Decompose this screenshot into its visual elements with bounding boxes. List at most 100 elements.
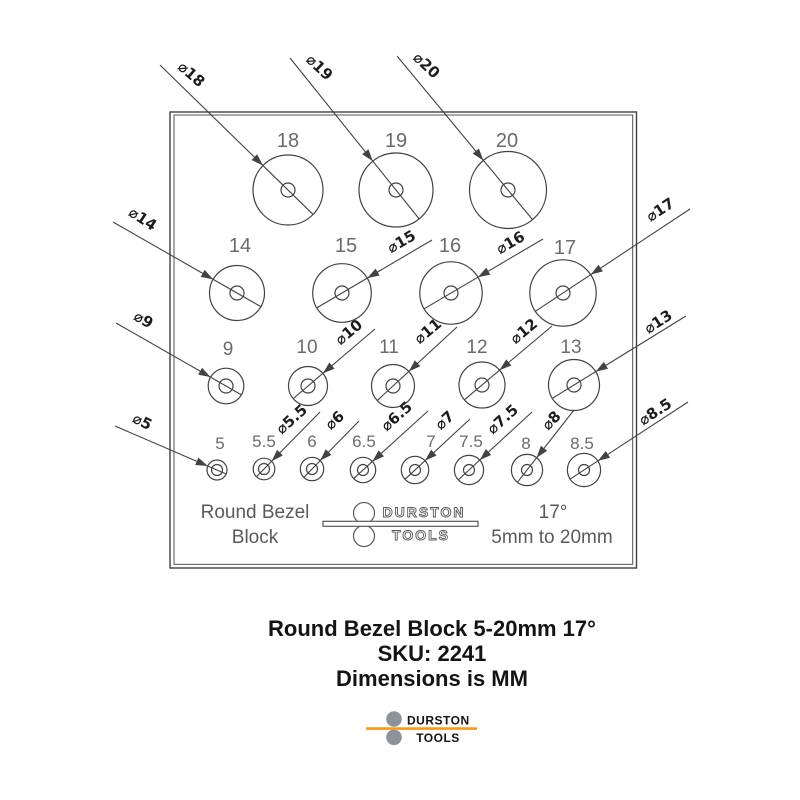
dimension-leader-14: [112, 221, 262, 308]
logo-bottom-roller-icon: [352, 524, 376, 548]
dimension-callouts: [112, 55, 691, 483]
hole-size-label-20: 20: [496, 130, 518, 152]
dimension-arrow-20: [472, 148, 484, 161]
center-pin-hole-14: [229, 285, 245, 301]
logo-bar-icon: [322, 520, 479, 527]
diameter-callout-15: ⌀15: [384, 226, 419, 257]
dimension-arrow-7.5: [479, 449, 492, 461]
bezel-hole-6: [299, 456, 325, 482]
center-pin-hole-6.5: [356, 463, 370, 477]
center-pin-hole-15: [334, 285, 350, 301]
dimension-leader-10: [292, 328, 376, 400]
bezel-hole-14: [208, 264, 266, 322]
hole-size-label-13: 13: [560, 337, 581, 358]
block-engraving-line2: Block: [232, 527, 279, 548]
hole-size-label-8: 8: [521, 434, 530, 453]
footer-logo-top-roller-icon: [386, 711, 402, 727]
dimension-arrow-5.5: [271, 449, 283, 462]
center-pin-hole-7.5: [462, 463, 476, 477]
footer-brand-line2: TOOLS: [416, 731, 460, 745]
center-pin-hole-6: [305, 462, 319, 476]
bezel-hole-13: [547, 358, 601, 412]
dimension-arrow-8: [536, 445, 548, 458]
center-pin-hole-11: [385, 378, 401, 394]
dimension-leader-7: [404, 418, 471, 480]
center-pin-hole-13: [566, 377, 582, 393]
center-pin-hole-5.5: [257, 462, 271, 476]
dimension-arrow-6.5: [372, 450, 384, 462]
diameter-callout-8: ⌀8: [538, 407, 564, 434]
engraved-durston-logo-icon: DURSTON TOOLS: [322, 501, 479, 548]
dimension-arrow-19: [362, 149, 373, 162]
bezel-hole-11: [370, 363, 416, 409]
bezel-hole-7.5: [453, 454, 485, 486]
bezel-hole-7: [400, 455, 430, 485]
diameter-callout-5.5: ⌀5.5: [272, 401, 311, 438]
engraved-brand-line2: TOOLS: [392, 527, 450, 543]
hole-circles: [206, 150, 602, 488]
center-pin-hole-8: [520, 463, 534, 477]
bezel-hole-5: [206, 459, 228, 481]
hole-size-label-5.5: 5.5: [252, 432, 276, 451]
dimension-arrow-13: [595, 361, 609, 372]
block-outline-outer: [169, 111, 638, 569]
center-pin-hole-17: [555, 285, 571, 301]
bezel-hole-18: [252, 154, 324, 226]
dimension-arrow-7: [425, 449, 437, 461]
diameter-callout-6.5: ⌀6.5: [377, 398, 416, 435]
dimension-leader-9: [115, 322, 242, 396]
dimension-arrow-16: [477, 267, 491, 278]
bezel-hole-8: [510, 453, 544, 487]
dimension-arrow-17: [590, 264, 603, 275]
bezel-hole-12: [458, 361, 506, 409]
hole-size-label-5: 5: [215, 434, 224, 453]
dimension-arrow-14: [200, 269, 214, 280]
bezel-hole-20: [468, 150, 548, 230]
dimension-leader-13: [552, 315, 687, 399]
bezel-hole-16: [419, 261, 483, 325]
bezel-hole-17: [529, 259, 597, 327]
dimension-arrow-18: [251, 154, 263, 166]
hole-size-label-17: 17: [554, 237, 576, 259]
dimension-arrow-12: [499, 359, 512, 371]
engraved-brand-line1: DURSTON: [383, 504, 466, 520]
center-pin-hole-20: [500, 182, 516, 198]
block-range-label: 5mm to 20mm: [491, 527, 612, 548]
hole-size-label-8.5: 8.5: [570, 434, 594, 453]
bezel-hole-10: [287, 365, 329, 407]
logo-top-roller-icon: [352, 501, 376, 525]
hole-size-label-14: 14: [229, 235, 251, 257]
dimension-leader-18: [159, 64, 314, 215]
hole-size-label-18: 18: [277, 130, 299, 152]
hole-size-label-6: 6: [307, 432, 316, 451]
diameter-callout-12: ⌀12: [507, 315, 541, 348]
block-angle-label: 17°: [539, 502, 568, 523]
center-pin-hole-5: [210, 463, 224, 477]
hole-size-label-9: 9: [223, 339, 234, 360]
hole-size-label-16: 16: [439, 235, 461, 257]
diameter-callout-6: ⌀6: [321, 407, 348, 433]
hole-size-label-7.5: 7.5: [459, 432, 483, 451]
dimension-leader-8: [516, 409, 575, 483]
dimension-arrow-9: [198, 367, 211, 378]
bezel-hole-8.5: [566, 452, 602, 488]
dimension-leader-8.5: [569, 401, 689, 480]
bezel-hole-5.5: [252, 457, 276, 481]
center-pin-hole-18: [280, 182, 296, 198]
center-pin-hole-16: [443, 285, 459, 301]
dimension-leader-5.5: [256, 411, 321, 478]
center-pin-hole-12: [474, 377, 490, 393]
dimension-arrow-15: [367, 268, 380, 279]
hole-size-label-19: 19: [385, 130, 407, 152]
block-engraving-line1: Round Bezel: [201, 502, 310, 523]
hole-size-label-6.5: 6.5: [352, 432, 376, 451]
dimension-leader-6: [303, 420, 360, 478]
dimension-arrow-5: [195, 457, 208, 467]
center-pin-hole-8.5: [577, 463, 591, 477]
caption-title: Round Bezel Block 5-20mm 17°: [268, 616, 596, 641]
footer-brand-line1: DURSTON: [407, 714, 470, 728]
diameter-callout-16: ⌀16: [493, 227, 528, 258]
bezel-hole-15: [312, 263, 372, 323]
